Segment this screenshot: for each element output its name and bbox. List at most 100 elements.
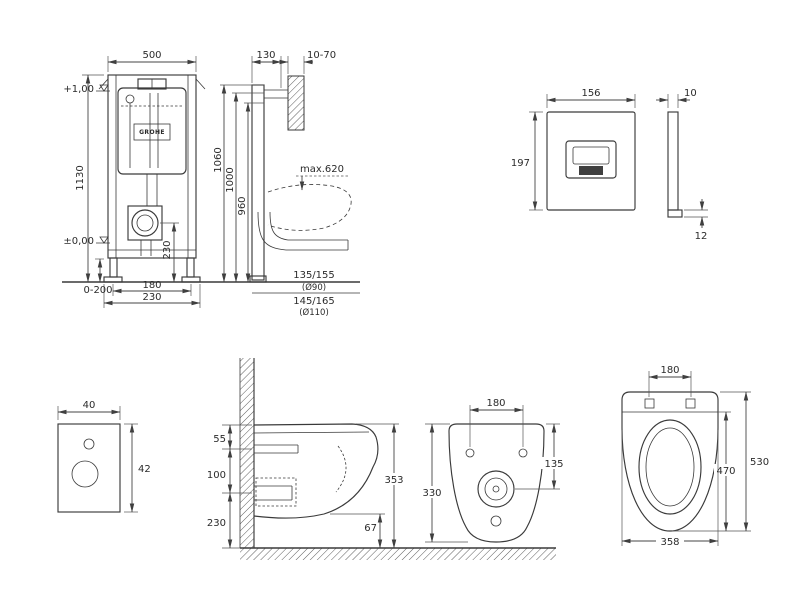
mounting-hole (465, 448, 475, 458)
dim-label-top-358: 358 (660, 537, 679, 548)
wall-section (287, 75, 305, 131)
brand-label: GROHE (139, 129, 165, 136)
dim-label-pipe1: 135/155 (293, 270, 335, 281)
flush-button (572, 146, 610, 165)
dim-label-plate-width: 156 (581, 88, 600, 99)
bowl-profile (253, 423, 379, 519)
bowl-top-dimensions (621, 371, 751, 547)
dim-label-top-180: 180 (660, 365, 679, 376)
flush-plate-geometry (546, 111, 636, 211)
frame-front-view: 500 1130 +1,00 ±0,00 GROHE 0-200 180 230… (62, 50, 360, 308)
pad-body (57, 423, 121, 513)
flush-plate-front-view: 156 197 (511, 88, 636, 211)
pad-hole-large (71, 460, 99, 488)
level-label-plus: +1,00 (63, 84, 94, 95)
floor-hatch (240, 548, 556, 560)
dim-label-front-135: 135 (544, 459, 563, 470)
dim-label-pipe2-dia: (Ø110) (299, 307, 329, 318)
level-label-zero: ±0,00 (63, 236, 94, 247)
plate-profile-step (667, 209, 683, 218)
dim-label-230: 230 (207, 518, 226, 529)
brand-plate (133, 123, 171, 141)
frame-side-geometry (249, 75, 360, 294)
flush-plate-side-geometry (667, 111, 683, 218)
dim-label-bottom-180: 180 (142, 280, 161, 291)
bowl-front-body (448, 423, 545, 543)
drain-connection-dashed (255, 477, 297, 507)
sound-insulation-pad-view: 40 42 (57, 400, 151, 513)
dim-label-top-530: 530 (750, 457, 769, 468)
dim-label-max-620: max.620 (300, 164, 344, 175)
inner-bowl-dashed (335, 445, 347, 493)
wall-hatch (240, 358, 254, 548)
dim-label-960: 960 (237, 196, 248, 215)
dim-label-outlet-height: 230 (162, 240, 173, 259)
dim-label-1000: 1000 (225, 167, 236, 192)
flush-plate-side-dimensions (656, 94, 708, 228)
dim-label-feet-range: 0-200 (83, 285, 112, 296)
flush-inlet (477, 470, 515, 508)
drain-pipe (269, 211, 348, 241)
bowl-front-geometry (448, 423, 545, 543)
flush-plate-dimensions (529, 94, 636, 211)
flush-plate-side-view: 10 12 (656, 88, 708, 242)
dim-label-front-180: 180 (486, 398, 505, 409)
dim-label-frame-depth: 130 (256, 50, 275, 61)
seat-hinge (685, 398, 696, 409)
dim-label-100: 100 (207, 470, 226, 481)
dim-label-top-470: 470 (716, 466, 735, 477)
dim-label-pad-width: 40 (83, 400, 96, 411)
dim-label-bottom-230: 230 (142, 292, 161, 303)
pad-dimensions (57, 406, 138, 513)
bowl-top-view: 180 530 470 358 (621, 365, 769, 548)
bowl-front-dimensions (419, 405, 566, 543)
dim-label-frame-width: 500 (142, 50, 161, 61)
bowl-top-geometry (621, 391, 719, 532)
dim-label-plate-bottom: 12 (695, 231, 708, 242)
mounting-brackets (98, 78, 206, 90)
dim-label-55: 55 (213, 434, 226, 445)
dim-label-plate-thickness: 10 (684, 88, 697, 99)
dim-label-front-330: 330 (422, 488, 441, 499)
bowl-side-geometry (239, 358, 556, 560)
dim-label-pad-height: 42 (138, 464, 151, 475)
plate-profile (667, 111, 679, 211)
dim-label-67: 67 (364, 523, 377, 534)
frame-side-dimensions (220, 56, 348, 283)
frame-leg (186, 257, 195, 278)
drain-pipe (257, 211, 348, 251)
bowl-top-body (621, 391, 719, 532)
bowl-side-view: 55 100 230 353 67 (207, 358, 556, 560)
dim-label-wall-gap: 10-70 (307, 50, 336, 61)
seat-seam-line (253, 431, 370, 434)
frame-front-geometry (62, 74, 360, 283)
bowl-side-dimensions (222, 423, 406, 549)
frame-foot (103, 276, 123, 283)
frame-leg (109, 257, 118, 278)
dim-label-pipe1-dia: (Ø90) (302, 282, 326, 293)
level-marker (96, 236, 110, 244)
level-marker (96, 84, 110, 92)
frame-front-dimensions (82, 56, 201, 308)
fill-valve-float (125, 94, 135, 104)
inner-bowl (638, 419, 702, 515)
seat-hinge (644, 398, 655, 409)
bowl-front-view: 180 135 330 (419, 398, 566, 543)
pad-hole-small (83, 438, 95, 450)
frame-foot (181, 276, 201, 283)
pad-geometry (57, 423, 121, 513)
drain-hole (490, 515, 502, 527)
dim-label-frame-height: 1130 (75, 165, 86, 190)
flush-plate-body (546, 111, 636, 211)
dim-label-pipe2: 145/165 (293, 296, 335, 307)
flush-button-frame (565, 140, 617, 179)
bowl-outline-dashed (267, 184, 352, 231)
flush-button-small (579, 166, 603, 175)
frame-side-view: 130 10-70 1060 1000 960 max.620 135/155 … (213, 50, 360, 318)
dim-label-1060: 1060 (213, 147, 224, 172)
frame-rail (251, 84, 265, 281)
outlet-bracket (127, 205, 163, 241)
frame-outline (107, 74, 197, 259)
